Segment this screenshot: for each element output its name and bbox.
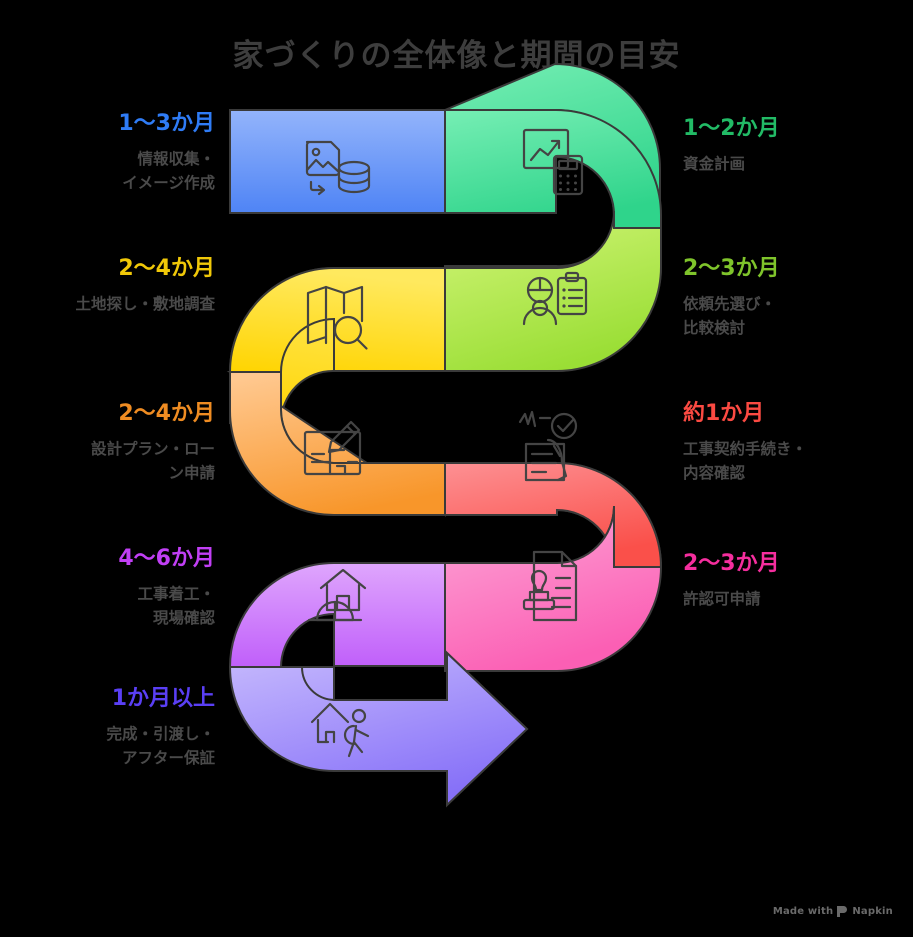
band-step-4-shape [228,267,446,373]
step-description-7: 許認可申請 [683,589,761,608]
stamped-document-icon [522,550,578,622]
snake-row-1 [229,62,662,229]
house-construction-icon [307,568,367,622]
step-label-1: 1〜3か月 情報収集・ イメージ作成 [0,110,215,195]
snake-row-2 [228,210,662,424]
chart-calculator-icon [522,128,584,196]
band-step-8 [228,562,446,668]
step-label-8: 4〜6か月 工事着工・ 現場確認 [0,545,215,630]
step-duration-8: 4〜6か月 [118,546,215,571]
band-step-9-body [228,650,529,808]
image-to-database-icon [305,140,371,196]
step-duration-6: 約1か月 [683,401,765,426]
step-description-3: 依頼先選び・ 比較検討 [683,294,777,337]
band-step-7-shape [444,505,663,672]
step-description-4: 土地探し・敷地調査 [75,294,215,313]
step-description-8: 工事着工・ 現場確認 [137,584,215,627]
step-description-6: 工事契約手続き・ 内容確認 [683,439,808,482]
worker-clipboard-icon [522,271,588,326]
map-search-icon [306,285,368,350]
napkin-logo-icon [837,906,848,917]
step-duration-9: 1か月以上 [111,686,215,711]
step-duration-1: 1〜3か月 [118,111,215,136]
watermark-text: Made with [772,906,834,917]
contract-signing-icon [518,410,578,482]
snake-row-4 [228,505,663,672]
step-duration-7: 2〜3か月 [683,551,780,576]
band-step-1 [229,109,446,214]
step-description-1: 情報収集・ イメージ作成 [122,149,215,192]
step-label-9: 1か月以上 完成・引渡し・ アフター保証 [0,685,215,770]
step-description-5: 設計プラン・ロー ン申請 [90,439,215,482]
step-label-3: 2〜3か月 依頼先選び・ 比較検討 [683,255,898,340]
page-title: 家づくりの全体像と期間の目安 [232,38,681,74]
blueprint-pencil-icon [303,420,362,476]
watermark: Made with Napkin [773,906,893,917]
step-label-4: 2〜4か月 土地探し・敷地調査 [0,255,215,316]
snake-row-5 [228,650,529,808]
step-duration-2: 1〜2か月 [683,116,780,141]
step-description-2: 資金計画 [683,154,746,173]
house-handover-icon [310,702,370,758]
step-label-7: 2〜3か月 許認可申請 [683,550,898,611]
step-duration-3: 2〜3か月 [683,256,780,281]
step-label-5: 2〜4か月 設計プラン・ロー ン申請 [0,400,215,485]
step-label-6: 約1か月 工事契約手続き・ 内容確認 [683,400,898,485]
snake-row-3 [226,371,663,568]
step-duration-5: 2〜4か月 [118,401,215,426]
step-duration-4: 2〜4か月 [118,256,215,281]
band-step-5-shape [229,371,446,516]
step-label-2: 1〜2か月 資金計画 [683,115,898,176]
step-description-9: 完成・引渡し・ アフター保証 [106,724,215,767]
watermark-brand: Napkin [852,906,893,917]
